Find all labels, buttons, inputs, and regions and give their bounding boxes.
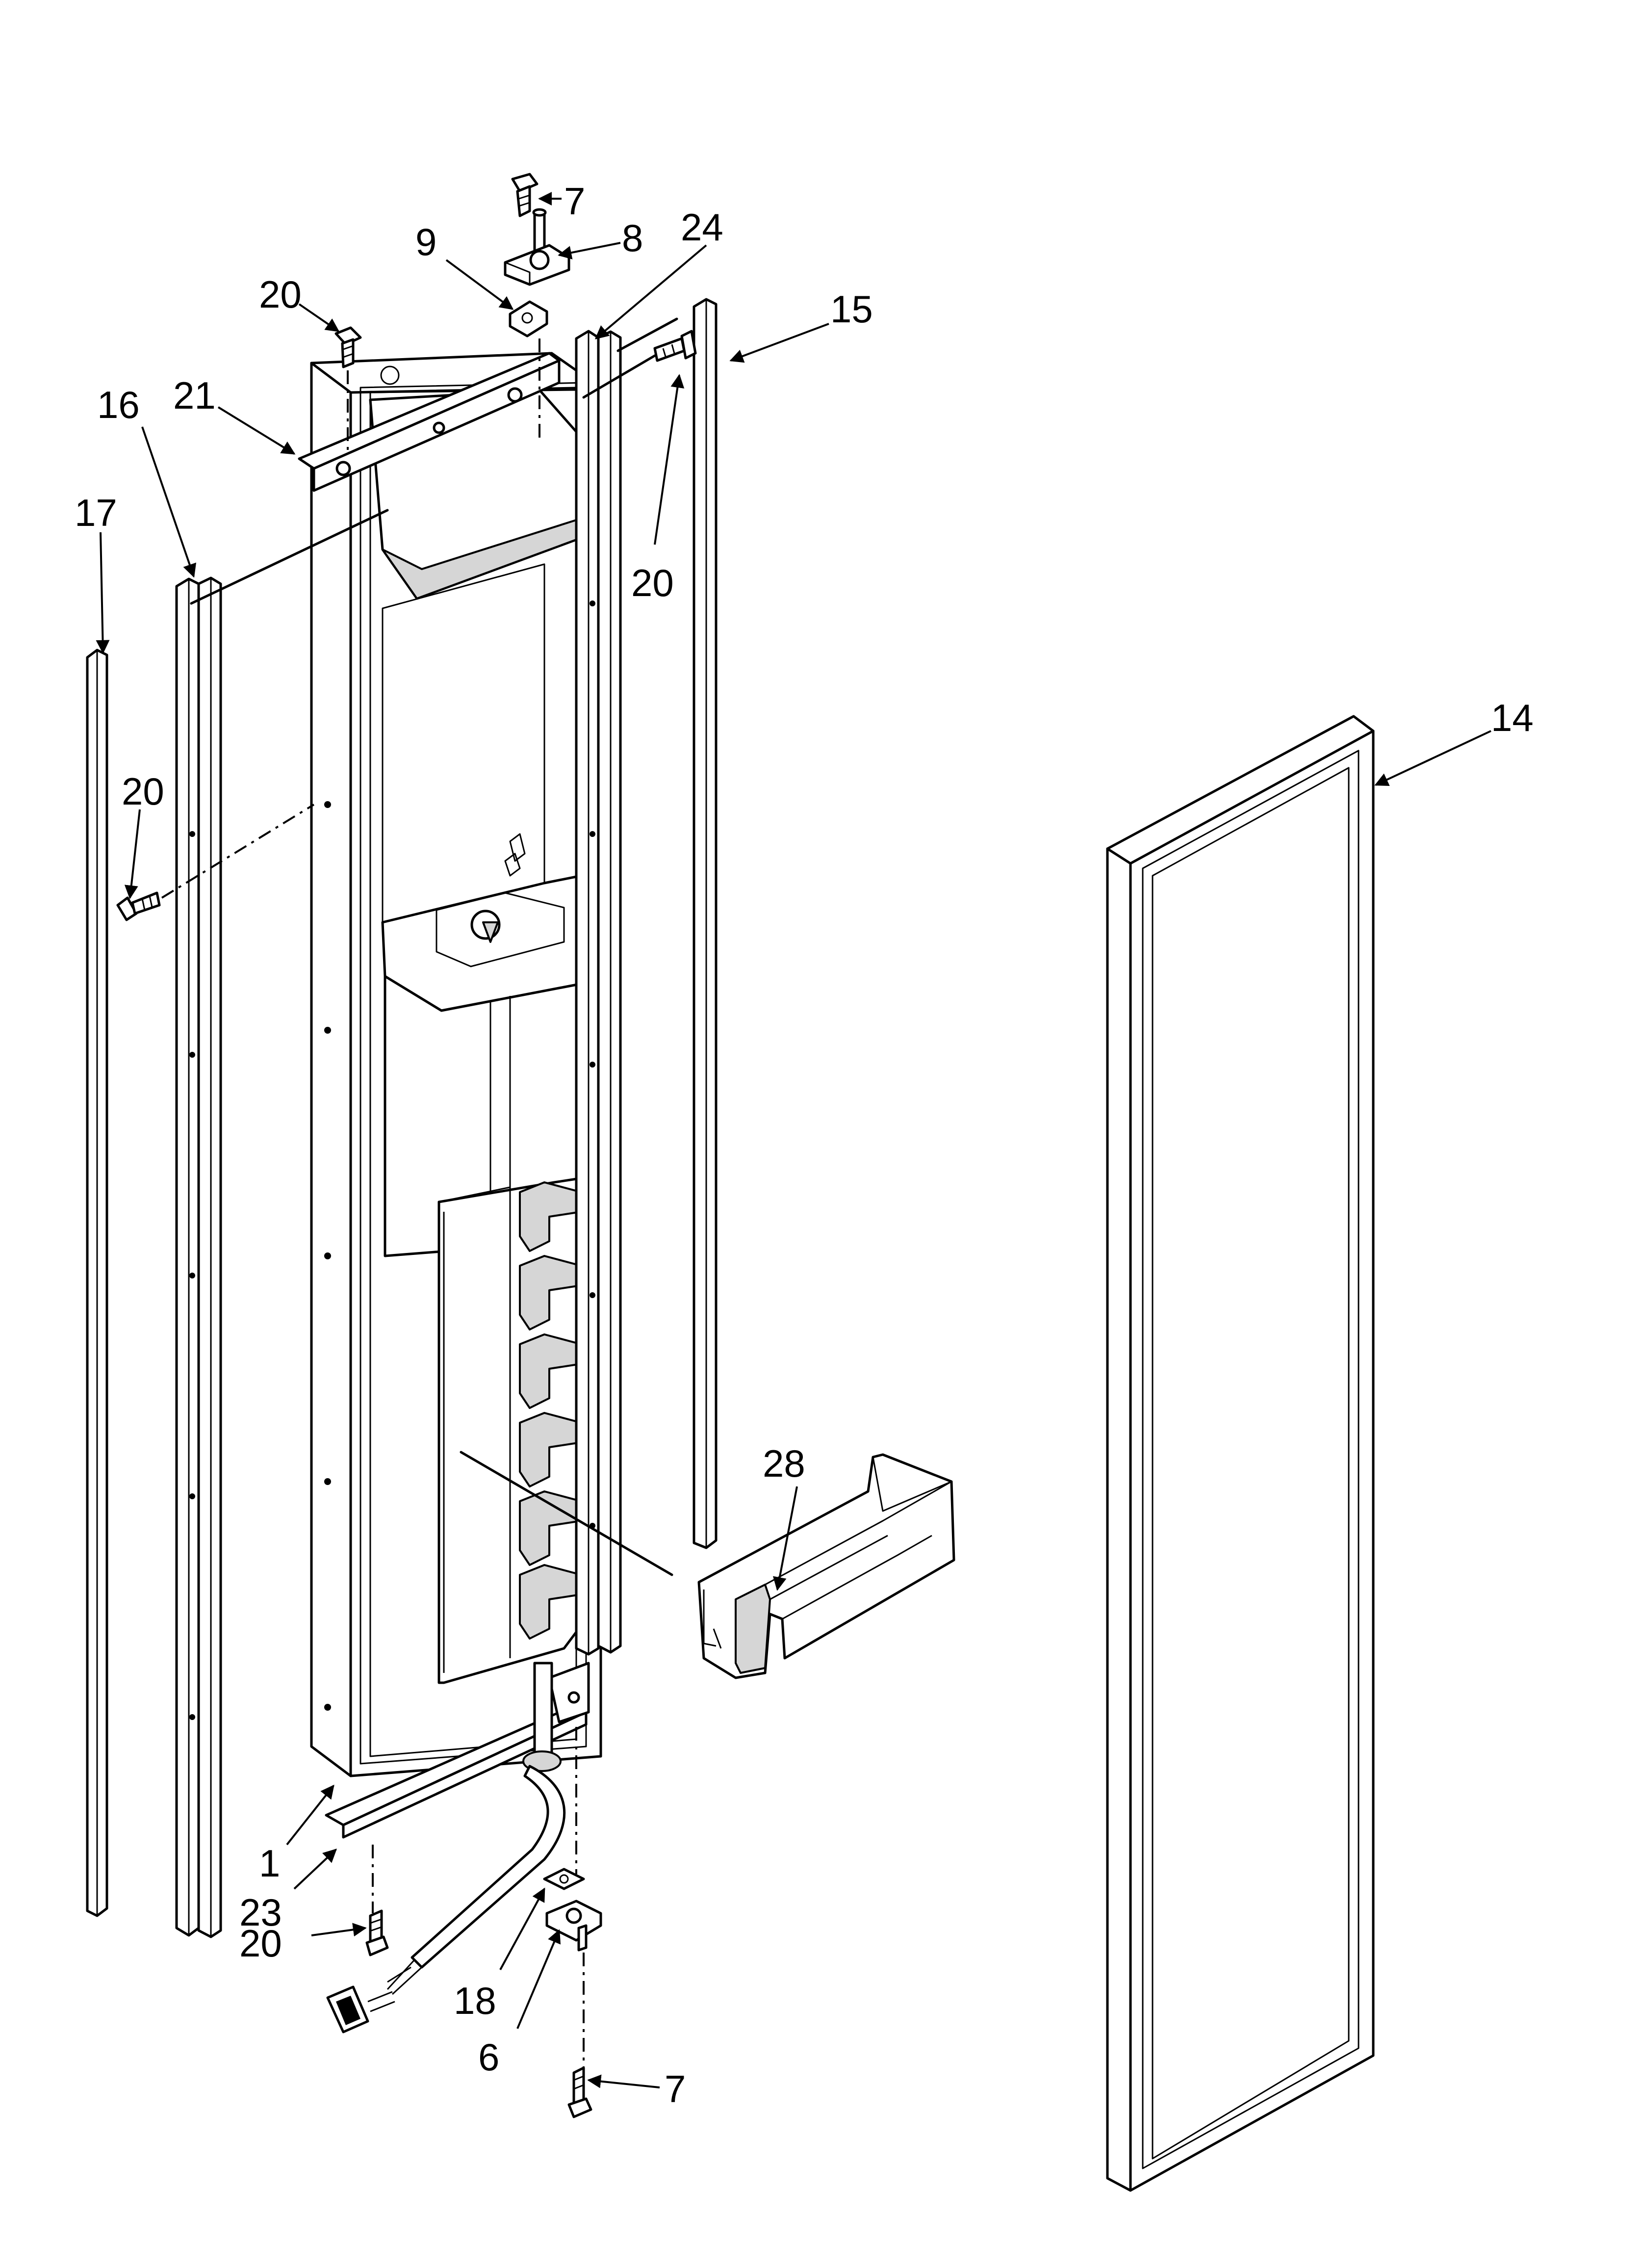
part-20-channel-screw-top [653, 330, 697, 362]
callout-label-20-right: 20 [631, 561, 674, 604]
callout-label-20-bottom: 20 [239, 1922, 282, 1965]
part-15-trim-strip [693, 298, 718, 1549]
part-7-top-hinge-screw [511, 173, 539, 217]
part-21-top-bracket [298, 352, 561, 492]
part-20-bracket-screw-bottom [365, 1909, 389, 1956]
liner-ribs [519, 1181, 582, 1640]
channel-holes [189, 831, 195, 1720]
screw-leader-line [582, 354, 656, 399]
callout-label-17: 17 [75, 491, 117, 534]
part-16-side-channel [175, 576, 222, 1938]
callout-label-1: 1 [259, 1842, 280, 1885]
part-9-hinge-shim [509, 300, 548, 338]
callout-label-21: 21 [173, 374, 216, 417]
callout-label-23: 23 [239, 1891, 282, 1934]
bin-pointer-line [460, 1451, 673, 1576]
callout-labels: 7 8 24 9 20 15 16 21 17 20 14 20 28 1 23… [75, 180, 1534, 2111]
callout-label-7-bottom: 7 [665, 2067, 686, 2111]
callout-label-20-left: 20 [122, 770, 164, 813]
screw-axis-line-left [161, 804, 315, 899]
channel-alignment-line [190, 509, 389, 605]
callout-label-7: 7 [564, 180, 585, 223]
callout-label-16: 16 [97, 383, 140, 426]
water-tube-harness [326, 1662, 566, 2033]
callout-label-18: 18 [454, 1979, 496, 2022]
part-20-channel-screw-left [116, 891, 161, 921]
callout-label-20: 20 [259, 273, 302, 316]
part-1-door-liner [310, 352, 622, 1777]
callout-arrows [96, 192, 1491, 2088]
part-20-bracket-screw [334, 326, 362, 368]
part-24-side-channel [575, 330, 622, 1656]
part-28-door-bin [697, 1453, 955, 1679]
callout-label-15: 15 [830, 287, 873, 331]
callout-label-24: 24 [681, 206, 723, 249]
part-8-top-hinge [504, 208, 570, 286]
callout-label-6: 6 [478, 2035, 499, 2079]
part-17-trim-strip [86, 649, 108, 1917]
callout-label-28: 28 [763, 1442, 805, 1485]
part-18-hinge-shim [543, 1868, 585, 1890]
channel-alignment-line-top [616, 317, 678, 352]
callout-label-8: 8 [622, 216, 643, 260]
part-7-bottom-hinge-screw [567, 2066, 592, 2118]
callout-label-9: 9 [415, 220, 436, 263]
callout-label-14: 14 [1491, 696, 1534, 739]
part-23-bottom-bracket [325, 1662, 590, 1839]
part-14-door-gasket [1106, 715, 1375, 2192]
